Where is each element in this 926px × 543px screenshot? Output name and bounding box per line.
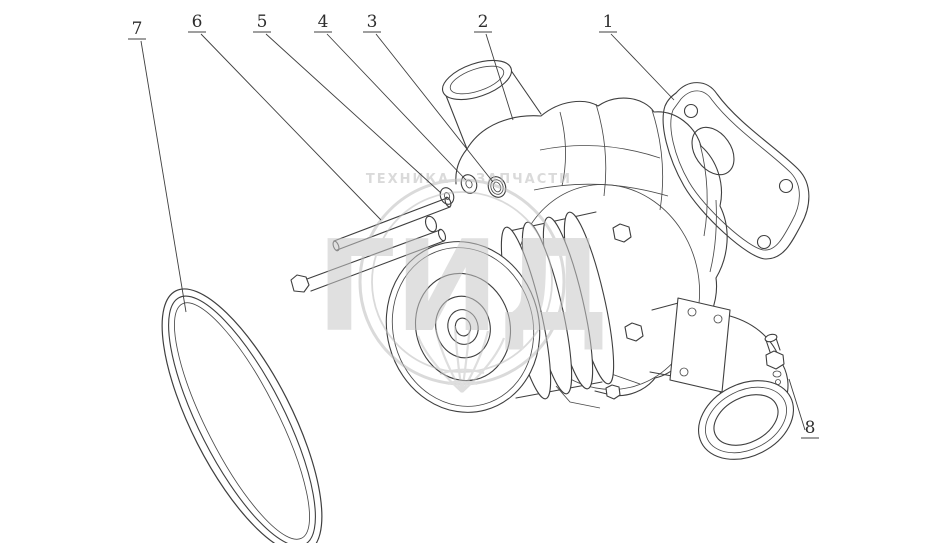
leader-line-1	[610, 33, 675, 101]
callouts: 7 6 5 4 3	[128, 12, 819, 439]
leader-line-5	[265, 33, 442, 194]
watermark-emblem-text: ГИД	[316, 213, 608, 360]
washer	[439, 187, 455, 205]
inlet-port	[441, 59, 542, 150]
callout-1-label: 1	[603, 12, 614, 32]
callout-5-label: 5	[257, 12, 268, 32]
callout-5: 5	[253, 12, 442, 194]
housing-bolt-icon	[612, 223, 632, 243]
pulley-grooves	[500, 211, 615, 400]
outlet-pipe	[649, 297, 795, 460]
leader-line-4	[326, 33, 467, 181]
leader-line-3	[375, 33, 494, 183]
callout-8: 8	[788, 378, 819, 439]
watermark: ТЕХНИКА ЗАПЧАСТИ ГИД	[316, 172, 610, 393]
seal-ring	[487, 176, 507, 198]
callout-8-label: 8	[805, 418, 816, 438]
bracket-bolt-icon	[605, 384, 621, 400]
leader-line-8	[788, 378, 806, 431]
hex-bolt	[290, 228, 447, 293]
callout-4: 4	[314, 12, 467, 181]
callout-3-label: 3	[367, 12, 378, 32]
callout-3: 3	[363, 12, 494, 183]
callout-1: 1	[599, 12, 675, 101]
watermark-right-text: ЗАПЧАСТИ	[476, 172, 572, 187]
watermark-ring-icon	[358, 178, 566, 386]
leader-line-2	[485, 33, 514, 121]
gasket	[662, 82, 810, 260]
v-belt	[161, 288, 323, 543]
callout-2: 2	[474, 12, 514, 121]
stud-pin	[332, 196, 452, 252]
callout-7-label: 7	[132, 19, 143, 39]
callout-4-label: 4	[318, 12, 329, 32]
callout-2-label: 2	[478, 12, 489, 32]
callout-7: 7	[128, 19, 187, 313]
leader-line-7	[140, 40, 187, 313]
leader-line-6	[200, 33, 382, 221]
watermark-ring-icon	[371, 191, 553, 373]
pump-housing	[441, 59, 728, 409]
callout-6: 6	[188, 12, 382, 221]
callout-6-label: 6	[192, 12, 203, 32]
watermark-left-text: ТЕХНИКА	[366, 172, 450, 187]
housing-bolt-icon	[624, 322, 644, 342]
wheat-sheaf-icon	[416, 325, 506, 393]
plug-fitting	[764, 333, 785, 385]
